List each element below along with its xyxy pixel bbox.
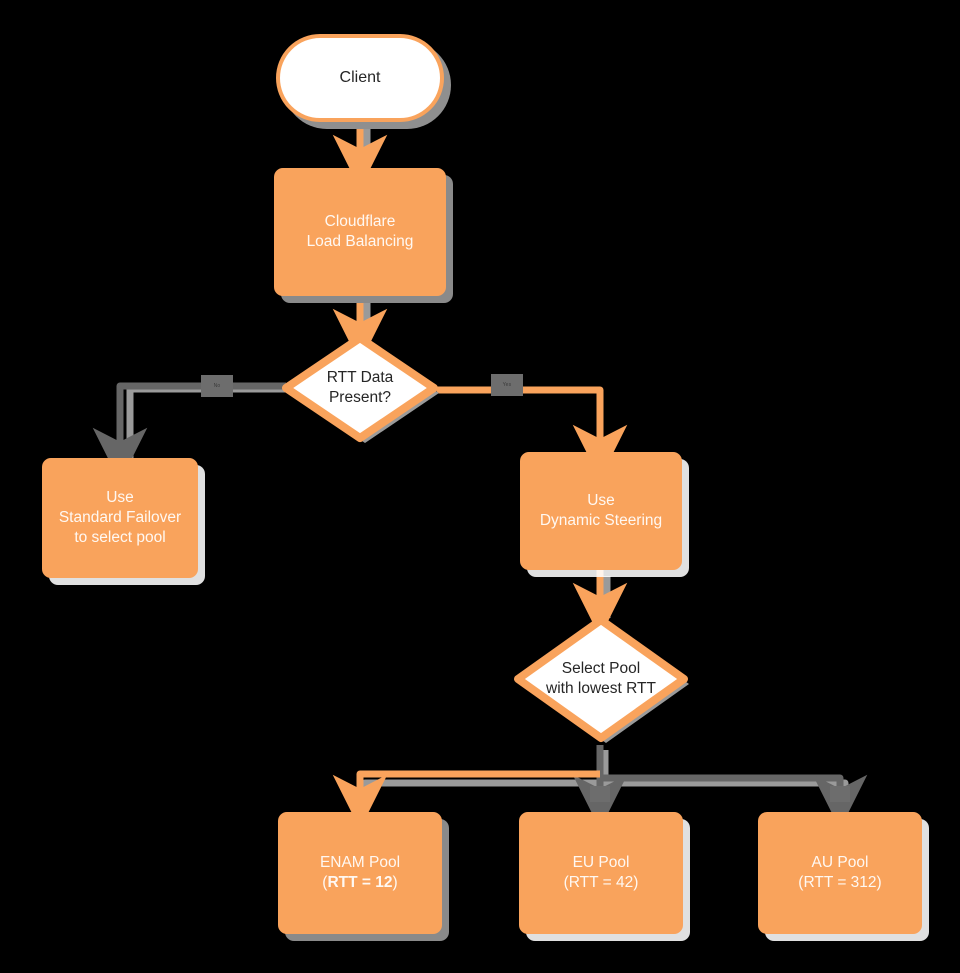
node-enam-pool-paren-open: (: [322, 874, 328, 891]
node-select-pool-line2: with lowest RTT: [546, 680, 656, 697]
node-rtt-decision-line1: RTT Data: [326, 368, 394, 386]
node-load-balancing[interactable]: Cloudflare Load Balancing: [274, 168, 446, 296]
node-rtt-decision[interactable]: RTT Data Present?: [278, 330, 442, 446]
node-standard-failover[interactable]: Use Standard Failover to select pool: [42, 458, 198, 578]
edge-label-rtt-no: No: [201, 375, 233, 397]
node-select-pool[interactable]: Select Pool with lowest RTT: [510, 612, 692, 746]
node-enam-pool-rtt: (RTT = 12): [320, 873, 400, 893]
node-load-balancing-line1: Cloudflare: [324, 212, 396, 230]
node-enam-pool[interactable]: ENAM Pool (RTT = 12): [278, 812, 442, 934]
edge-label-pool-au: [830, 786, 850, 802]
node-eu-pool-line2: (RTT = 42): [563, 874, 639, 891]
node-client[interactable]: Client: [276, 34, 444, 122]
node-enam-pool-line1: ENAM Pool: [319, 853, 401, 871]
node-standard-failover-line2: Standard Failover: [58, 508, 182, 526]
node-rtt-decision-line2: Present?: [328, 389, 392, 406]
node-load-balancing-line2: Load Balancing: [306, 233, 414, 250]
node-enam-pool-rtt-value: RTT = 12: [327, 874, 393, 891]
edge-rtt-yes-to-dynamic: [437, 386, 628, 480]
node-eu-pool-line1: EU Pool: [572, 853, 630, 871]
node-au-pool[interactable]: AU Pool (RTT = 312): [758, 812, 922, 934]
edge-label-rtt-yes: Yes: [491, 374, 523, 396]
node-dynamic-steering[interactable]: Use Dynamic Steering: [520, 452, 682, 570]
node-au-pool-line2: (RTT = 312): [798, 874, 882, 891]
node-client-label: Client: [339, 68, 381, 86]
node-select-pool-line1: Select Pool: [561, 659, 641, 677]
edge-label-pool-eu: [590, 786, 610, 802]
node-dynamic-steering-line1: Use: [587, 491, 615, 509]
node-eu-pool[interactable]: EU Pool (RTT = 42): [519, 812, 683, 934]
edge-selectpool-to-enam: [332, 770, 600, 830]
node-enam-pool-paren-close: ): [392, 874, 398, 891]
rtt-decision-shape: [282, 334, 439, 443]
node-dynamic-steering-line2: Dynamic Steering: [539, 512, 663, 529]
edge-label-pool-enam: [350, 782, 370, 796]
node-au-pool-line1: AU Pool: [811, 853, 869, 871]
node-select-pool-label: Select Pool with lowest RTT: [510, 612, 692, 746]
select-pool-shape: [514, 616, 689, 743]
node-standard-failover-line3: to select pool: [74, 529, 166, 547]
node-rtt-decision-label: RTT Data Present?: [278, 330, 442, 446]
node-standard-failover-line1: Use: [106, 488, 134, 506]
